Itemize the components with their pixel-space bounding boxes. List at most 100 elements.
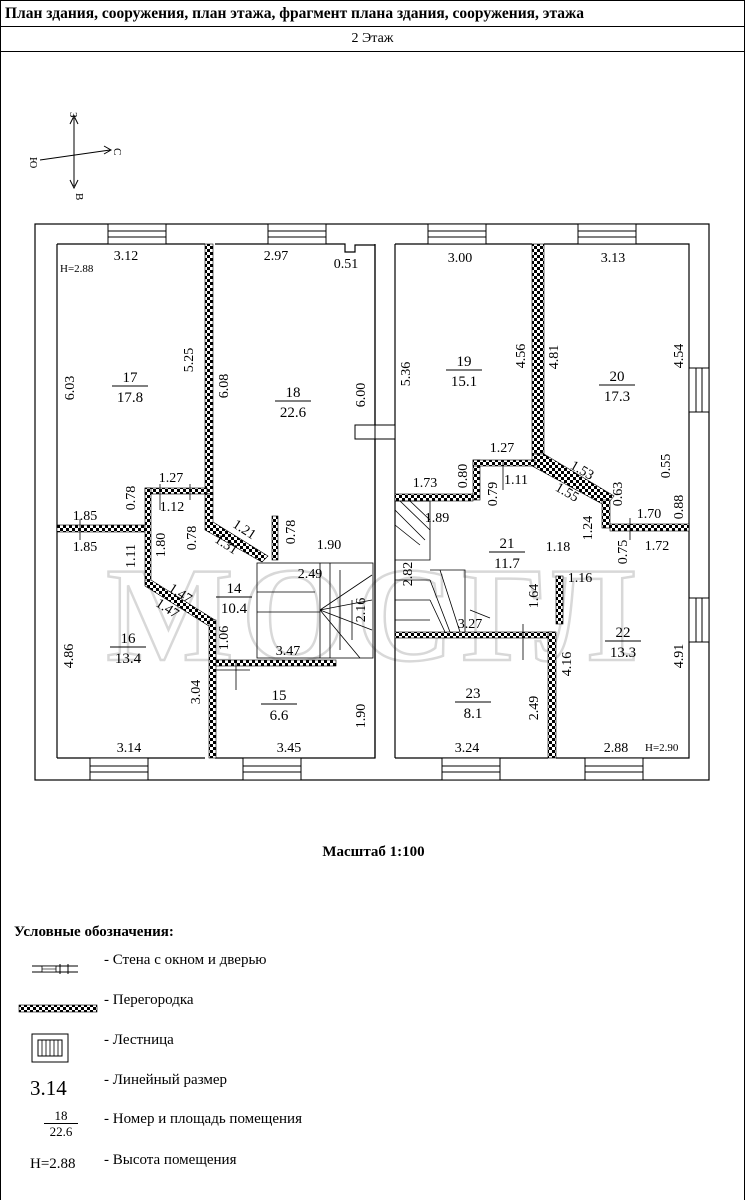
dim: 1.24 xyxy=(581,516,596,541)
dim: 0.78 xyxy=(284,520,299,545)
legend-item-partition: - Перегородка xyxy=(104,992,194,1008)
svg-text:23: 23 xyxy=(466,686,481,702)
svg-text:15: 15 xyxy=(272,688,287,704)
svg-text:18: 18 xyxy=(286,385,301,401)
dim: 3.14 xyxy=(117,741,142,756)
dim: 1.16 xyxy=(568,571,593,586)
dim: 0.55 xyxy=(659,454,674,479)
legend-title: Условные обозначения: xyxy=(14,924,174,940)
svg-text:17.8: 17.8 xyxy=(117,390,143,406)
dim: 4.81 xyxy=(547,345,562,370)
svg-text:15.1: 15.1 xyxy=(451,374,477,390)
svg-text:16: 16 xyxy=(121,631,137,647)
dim: 1.18 xyxy=(546,540,571,555)
staircase-left xyxy=(256,562,374,659)
door-marks xyxy=(79,460,631,690)
dim: 2.88 xyxy=(604,741,629,756)
room-21-label: 21 11.7 xyxy=(489,536,525,572)
partitions xyxy=(56,243,690,759)
dim: 1.06 xyxy=(217,626,232,651)
dim: 1.85 xyxy=(73,540,98,555)
room-16-label: 16 13.4 xyxy=(110,631,146,667)
legend-height-sample: H=2.88 xyxy=(30,1156,76,1172)
dim: 3.45 xyxy=(277,741,302,756)
dim: 2.49 xyxy=(527,696,542,721)
room-20-label: 20 17.3 xyxy=(599,369,635,405)
dim: 3.27 xyxy=(458,617,483,632)
compass-n: З xyxy=(67,112,79,118)
staircase-right xyxy=(394,500,491,633)
drawing-frame xyxy=(0,51,745,1200)
room-23-label: 238.1 xyxy=(455,686,491,722)
dim: 0.78 xyxy=(124,486,139,511)
svg-text:11.7: 11.7 xyxy=(494,556,520,572)
dim: 6.00 xyxy=(354,383,369,408)
dim: 4.91 xyxy=(672,644,687,669)
floor-label: 2 Этаж xyxy=(0,26,745,52)
dim: 0.88 xyxy=(672,495,687,520)
dim: 1.90 xyxy=(354,704,369,729)
wall-window-door-icon xyxy=(32,964,78,974)
svg-text:13.3: 13.3 xyxy=(610,645,636,661)
compass-e: С xyxy=(111,148,123,155)
legend-item-room: - Номер и площадь помещения xyxy=(104,1111,302,1127)
dim: 0.63 xyxy=(611,482,626,507)
svg-text:22.6: 22.6 xyxy=(280,405,307,421)
dim: 5.25 xyxy=(182,348,197,373)
floor-plan: МОСГЛ З С В Ю xyxy=(27,112,710,781)
dim: 0.79 xyxy=(486,482,501,507)
svg-text:14: 14 xyxy=(227,581,243,597)
legend-item-height: - Высота помещения xyxy=(104,1152,237,1168)
dim: 0.75 xyxy=(616,540,631,565)
legend-dimension-sample: 3.14 xyxy=(30,1076,67,1100)
dim: 1.85 xyxy=(73,509,98,524)
partition-icon xyxy=(18,1004,98,1013)
dim: 3.47 xyxy=(276,644,301,659)
staircase-icon xyxy=(31,1033,69,1063)
svg-text:8.1: 8.1 xyxy=(464,706,483,722)
dim: 1.27 xyxy=(159,471,184,486)
room-19-label: 19 15.1 xyxy=(446,354,482,390)
dim: 2.16 xyxy=(354,598,369,623)
dim: 1.80 xyxy=(154,533,169,558)
dim: 0.51 xyxy=(334,257,359,272)
svg-text:17.3: 17.3 xyxy=(604,389,630,405)
dim: 1.90 xyxy=(317,538,342,553)
svg-text:20: 20 xyxy=(610,369,625,385)
compass-s: В xyxy=(73,193,85,200)
dim: 2.49 xyxy=(298,567,323,582)
dim: 1.27 xyxy=(490,441,515,456)
dim: 1.11 xyxy=(124,544,139,568)
dim: 3.00 xyxy=(448,251,473,266)
height-room-17: H=2.88 xyxy=(60,263,94,275)
svg-text:22: 22 xyxy=(616,625,631,641)
room-15-label: 156.6 xyxy=(261,688,297,724)
dim: 2.97 xyxy=(264,249,289,264)
dim: 3.04 xyxy=(189,680,204,705)
svg-text:13.4: 13.4 xyxy=(115,651,142,667)
compass-w: Ю xyxy=(27,157,39,168)
dim: 2.82 xyxy=(401,562,416,587)
windows xyxy=(89,223,710,781)
svg-text:21: 21 xyxy=(500,536,515,552)
height-room-22: H=2.90 xyxy=(645,742,679,754)
compass-icon xyxy=(39,114,113,190)
dim: 1.64 xyxy=(527,584,542,609)
dim: 1.73 xyxy=(413,476,438,491)
legend-item-wall: - Стена с окном и дверью xyxy=(104,952,267,968)
dim: 3.12 xyxy=(114,249,139,264)
dim: 4.16 xyxy=(560,652,575,677)
legend-item-dimension: - Линейный размер xyxy=(104,1072,228,1088)
room-18-label: 18 22.6 xyxy=(275,385,311,421)
scale-label: Масштаб 1:100 xyxy=(322,844,425,860)
dim: 4.86 xyxy=(62,644,77,669)
dim: 0.80 xyxy=(456,464,471,489)
svg-text:19: 19 xyxy=(457,354,472,370)
dim: 0.78 xyxy=(185,526,200,551)
dim: 4.54 xyxy=(672,344,687,369)
legend-item-stairs: - Лестница xyxy=(104,1032,174,1048)
dim: 3.24 xyxy=(455,741,480,756)
dim: 4.56 xyxy=(514,344,529,369)
